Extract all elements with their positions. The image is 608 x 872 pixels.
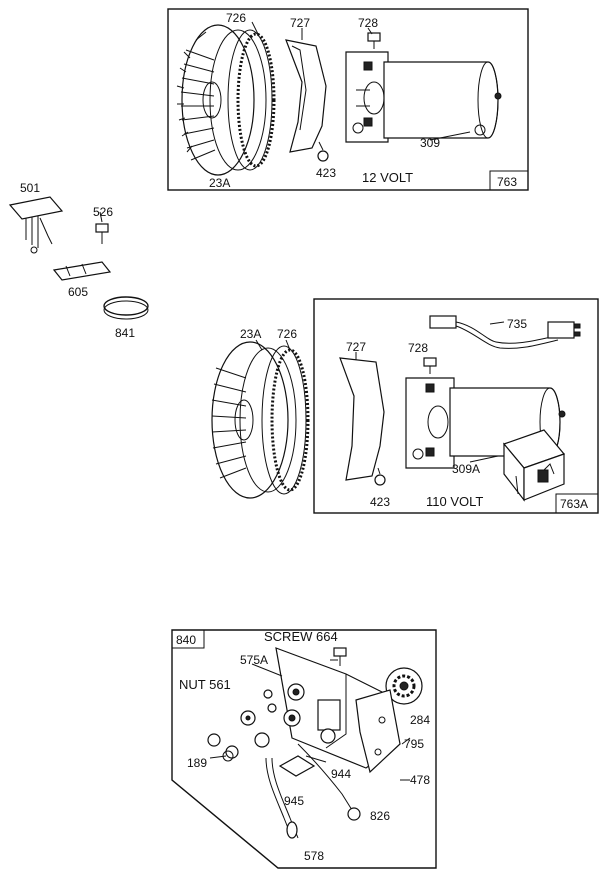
switch-parts	[283, 683, 341, 744]
ring-gear-12v	[227, 29, 276, 171]
wire-826	[297, 743, 353, 811]
panel-110v-ref-box	[555, 493, 599, 514]
screw-423-12v	[317, 141, 329, 162]
bolt-728-110v	[423, 357, 437, 374]
label-284: 284	[410, 713, 430, 727]
rectifier-501	[8, 196, 64, 254]
connector-945	[278, 755, 316, 777]
label-578: 578	[304, 849, 324, 863]
label-944: 944	[331, 767, 351, 781]
label-12-volt: 12 VOLT	[362, 170, 413, 185]
panel-12v-ref-box	[489, 170, 529, 191]
label-726-110v: 726	[277, 327, 297, 341]
label-727: 727	[290, 16, 310, 30]
wire-578	[265, 757, 293, 839]
label-727-110v: 727	[346, 340, 366, 354]
nuts-washers	[207, 689, 277, 762]
label-735: 735	[507, 317, 527, 331]
label-795: 795	[404, 737, 424, 751]
label-309a: 309A	[452, 462, 480, 476]
shroud-727-12v	[285, 39, 327, 153]
flywheel-110v	[211, 341, 297, 499]
label-840: 840	[176, 633, 196, 647]
clamp-841	[103, 296, 149, 320]
label-309: 309	[420, 136, 440, 150]
loose-parts: 501 526 605 841	[8, 181, 149, 340]
bracket-605	[52, 261, 112, 281]
screw-664	[333, 647, 347, 666]
label-501: 501	[20, 181, 40, 195]
label-826: 826	[370, 809, 390, 823]
label-110-volt: 110 VOLT	[426, 494, 483, 509]
label-189: 189	[187, 756, 207, 770]
flywheel-12v	[176, 24, 267, 176]
label-575a: 575A	[240, 653, 268, 667]
bolt-526	[95, 223, 109, 244]
gear-284	[385, 667, 423, 705]
starter-motor-309	[345, 51, 502, 143]
label-screw-664: SCREW 664	[264, 629, 338, 644]
label-728-110v: 728	[408, 341, 428, 355]
label-23a: 23A	[209, 176, 230, 190]
plate-795	[355, 689, 401, 774]
screw-423-110v	[374, 467, 386, 486]
switch-box	[502, 429, 566, 502]
shroud-727-110v	[339, 357, 385, 481]
label-nut-561: NUT 561	[179, 677, 231, 692]
label-423-110v: 423	[370, 495, 390, 509]
panel-840: 840 SCREW 664 575A NUT 561 284 795 189 9…	[171, 629, 437, 869]
panel-12-volt: 726 727 728 309 423 23A 12 VOLT 763	[167, 8, 529, 191]
label-605: 605	[68, 285, 88, 299]
panel-110v-frame	[313, 298, 599, 514]
label-728: 728	[358, 16, 378, 30]
panel-12v-frame	[167, 8, 529, 191]
label-478: 478	[410, 773, 430, 787]
label-526: 526	[93, 205, 113, 219]
bolt-728-12v	[367, 32, 381, 49]
label-23a-110v: 23A	[240, 327, 261, 341]
panel-840-ref-box	[171, 629, 205, 649]
panel-840-frame	[171, 629, 437, 869]
label-841: 841	[115, 326, 135, 340]
label-945: 945	[284, 794, 304, 808]
label-763: 763	[497, 175, 517, 189]
label-726: 726	[226, 11, 246, 25]
cord-735	[429, 315, 581, 349]
label-763a: 763A	[560, 497, 588, 511]
panel-110-volt: 23A 726 727 728 735 309A 423 110 VOLT 76…	[211, 298, 599, 514]
label-423: 423	[316, 166, 336, 180]
